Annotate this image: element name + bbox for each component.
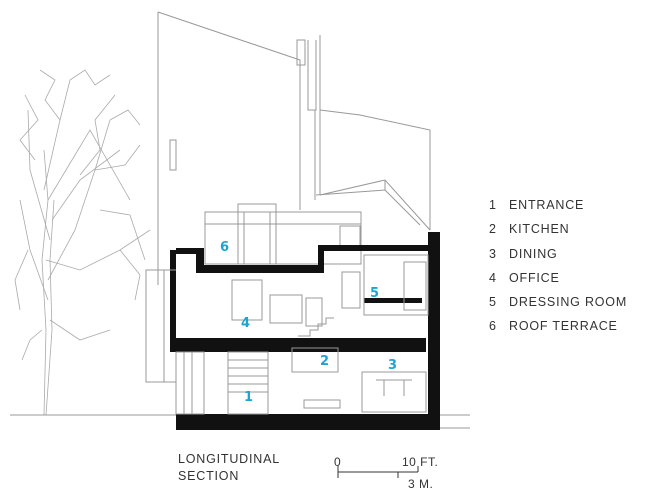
room-number-3: 3 xyxy=(388,358,398,373)
walls xyxy=(170,232,440,430)
title-line-1: LONGITUDINAL xyxy=(178,452,280,466)
room-number-2: 2 xyxy=(320,354,330,369)
scale-bar xyxy=(337,466,419,478)
interior-lines xyxy=(145,254,470,429)
roof-terrace-structure xyxy=(204,203,362,265)
tree-illustration xyxy=(14,69,151,416)
drawing-title: LONGITUDINAL SECTION xyxy=(178,451,280,485)
title-line-2: SECTION xyxy=(178,469,240,483)
room-number-6: 6 xyxy=(220,240,230,255)
scale-feet-label: 10 FT. xyxy=(402,455,439,469)
neighbor-outline xyxy=(157,11,431,285)
scale-zero-label: 0 xyxy=(334,455,342,469)
room-number-4: 4 xyxy=(241,316,251,331)
room-number-5: 5 xyxy=(370,286,380,301)
room-number-1: 1 xyxy=(244,390,254,405)
scale-meters-label: 3 M. xyxy=(408,477,434,491)
